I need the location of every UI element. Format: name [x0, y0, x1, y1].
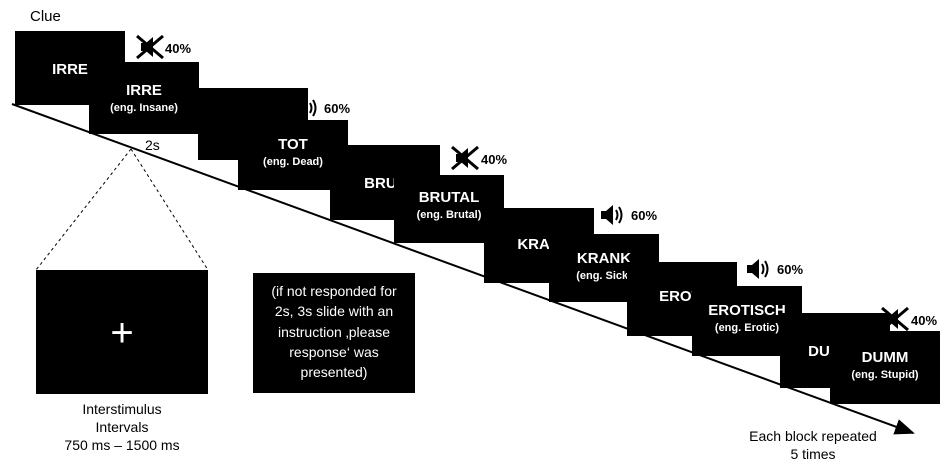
- muted-speaker-icon: [136, 34, 164, 60]
- fixation-slide: +: [36, 270, 208, 394]
- note-line: presented): [300, 364, 368, 381]
- audio-percentage: 60%: [777, 262, 804, 277]
- speaker-icon: [601, 205, 623, 225]
- audio-percentage: 60%: [324, 101, 351, 116]
- translation-text: (eng. Erotic): [714, 322, 780, 335]
- isi-caption-line: 750 ms – 1500 ms: [64, 437, 180, 454]
- note-line: (if not responded for: [271, 283, 397, 299]
- speaker-icon: [747, 259, 769, 279]
- translation-text: (eng. Sick): [576, 270, 632, 283]
- timeline-arrow: [11, 103, 915, 435]
- note-line: response‘ was: [289, 343, 379, 360]
- muted-speaker-icon: [451, 145, 479, 171]
- target-word: EROTISCH: [708, 302, 786, 319]
- zoom-line-right: [130, 148, 209, 271]
- note-line: 2s, 3s slide with an: [274, 303, 394, 320]
- cue-word: DU: [808, 343, 830, 360]
- target-slide: TOT (eng. Dead): [238, 120, 348, 190]
- translation-text: (eng. Insane): [110, 102, 178, 115]
- muted-speaker-icon: [881, 306, 909, 332]
- fixation-cross: +: [110, 311, 134, 355]
- target-word: KRANK: [576, 250, 632, 267]
- note-line: instruction ‚please: [277, 323, 391, 340]
- translation-text: (eng. Dead): [263, 156, 323, 169]
- clue-label: Clue: [30, 8, 61, 25]
- translation-text: (eng. Brutal): [416, 209, 482, 222]
- target-word: BRUTAL: [418, 189, 480, 206]
- target-word: DUMM: [861, 349, 909, 366]
- note-box: (if not responded for 2s, 3s slide with …: [253, 273, 415, 393]
- translation-text: (eng. Stupid): [851, 369, 919, 382]
- isi-time-label: 2s: [145, 137, 160, 153]
- audio-percentage: 40%: [481, 152, 508, 167]
- cue-word: IRRE: [52, 61, 88, 78]
- isi-caption-line: Interstimulus: [82, 401, 162, 417]
- zoom-line-left: [35, 148, 132, 271]
- target-word: TOT: [278, 136, 308, 153]
- repeat-caption: Each block repeated 5 times: [728, 427, 898, 463]
- isi-caption: Interstimulus Intervals 750 ms – 1500 ms: [40, 400, 204, 455]
- repeat-caption-line: Each block repeated: [749, 428, 877, 444]
- speaker-icon: [295, 98, 317, 118]
- target-slide: DUMM (eng. Stupid): [830, 331, 940, 404]
- target-word: IRRE: [126, 82, 162, 99]
- target-slide: IRRE (eng. Insane): [89, 62, 199, 134]
- audio-percentage: 60%: [631, 208, 658, 223]
- repeat-caption-line: 5 times: [790, 446, 836, 463]
- isi-caption-line: Intervals: [95, 419, 149, 436]
- audio-percentage: 40%: [911, 313, 938, 328]
- audio-percentage: 40%: [165, 41, 192, 56]
